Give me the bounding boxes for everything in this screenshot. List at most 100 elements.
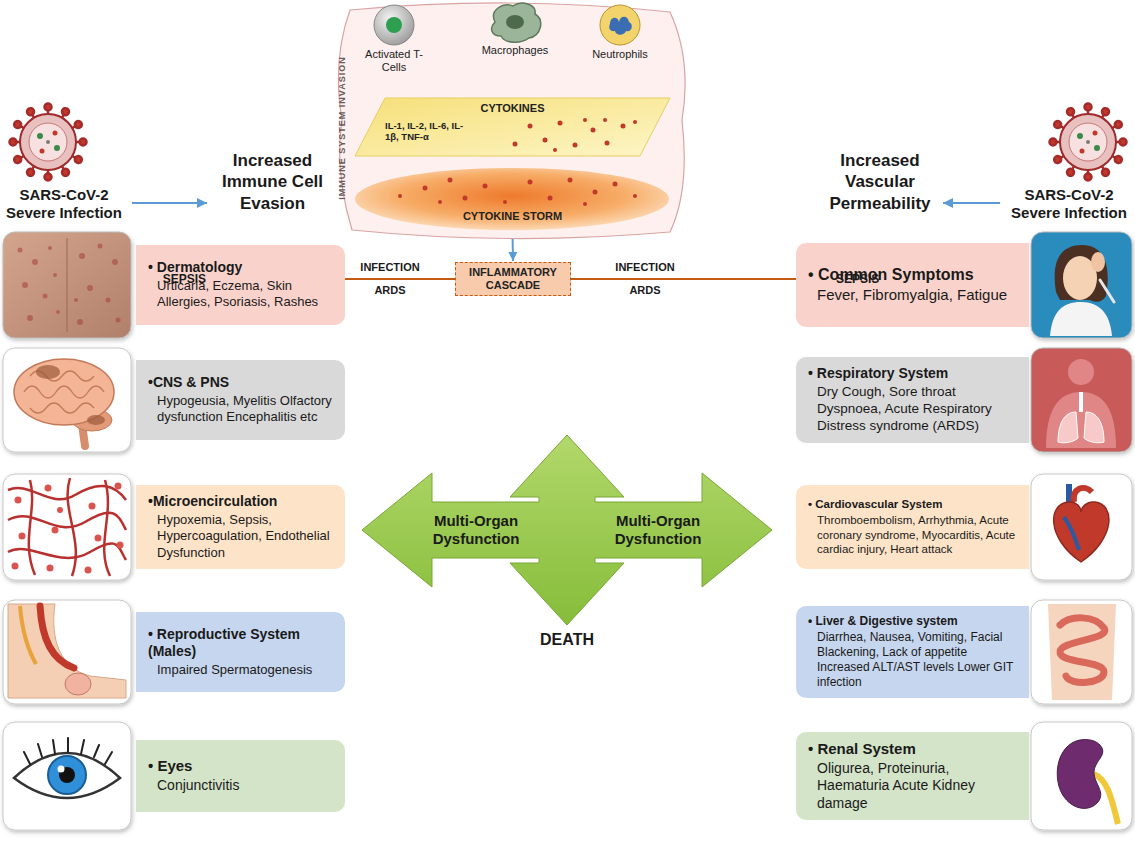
immune-panel: IMMUNE SYSTEM INVASION Activated T-Cells M… — [330, 0, 690, 240]
organ-box: • Cardiovascular SystemThromboembolism, … — [796, 485, 1029, 569]
digestive-picture — [1031, 600, 1132, 704]
cytokine-dot — [603, 118, 607, 122]
cell-label: Macrophages — [470, 44, 560, 57]
brain-picture — [24, 371, 104, 413]
box-heading: •CNS & PNS — [148, 374, 335, 391]
virus-icon — [1050, 104, 1127, 181]
skin-picture — [79, 253, 85, 259]
reproductive-picture — [40, 606, 74, 668]
organ-box: • Respiratory SystemDry Cough, Sore thro… — [796, 357, 1029, 442]
infection-label: SARS-CoV-2 Severe Infection — [0, 186, 128, 222]
cytokine-dot — [568, 178, 573, 183]
microcirculation-picture — [3, 474, 131, 580]
microcirculation-picture — [15, 497, 22, 504]
flow-arrow — [943, 202, 1000, 204]
fever-picture — [1100, 280, 1114, 302]
microcirculation-picture — [89, 503, 96, 510]
arrow-text: Multi-Organ Dysfunction — [592, 502, 724, 558]
microcirculation-picture — [19, 533, 26, 540]
microcirculation-picture — [12, 483, 124, 574]
skin-picture — [53, 273, 57, 277]
box-heading: • Cardiovascular System — [808, 498, 1019, 512]
lungs-picture — [1084, 412, 1104, 443]
arrow-label: INFECTION — [605, 261, 685, 273]
cell-label: Activated T-Cells — [355, 48, 433, 73]
arrow-text: Multi-Organ Dysfunction — [410, 502, 542, 558]
kidney-picture — [1057, 740, 1103, 809]
microcirculation-picture — [8, 543, 126, 560]
skin-picture — [66, 238, 68, 332]
cytokine-band: CYTOKINESIL-1, IL-2, IL-6, IL-1β, TNF-α — [355, 98, 670, 156]
digestive-picture — [1060, 618, 1105, 683]
lungs-picture — [1068, 359, 1094, 385]
brain-picture — [14, 359, 114, 425]
skin-picture — [56, 310, 60, 314]
skin-picture — [116, 318, 121, 323]
outcome-text: DEATH — [512, 631, 622, 649]
skin-picture — [22, 282, 28, 288]
microcirculation-picture — [52, 527, 59, 534]
cytokine-dot — [583, 202, 587, 206]
box-body: Diarrhea, Nausea, Vomiting, Facial Black… — [808, 630, 1019, 690]
skin-picture — [74, 298, 78, 302]
microcirculation-picture — [29, 480, 35, 575]
organ-dysfunction-arrow: Multi-Organ Dysfunction Multi-Organ Dysfu… — [362, 435, 772, 653]
box-heading: • Reproductive System (Males) — [148, 626, 335, 660]
skin-picture — [3, 232, 131, 338]
brain-picture — [3, 348, 131, 452]
mechanism-label: Increased Vascular Permeability — [820, 150, 940, 214]
skin-picture — [3, 232, 131, 338]
microcirculation-picture — [12, 563, 19, 570]
band-title: CYTOKINE STORM — [355, 210, 670, 222]
cytokine-dot — [503, 200, 507, 204]
neutrophil: Neutrophils — [575, 2, 665, 61]
cascade-box: INFLAMMATORY CASCADE — [455, 262, 571, 296]
vertical-caption: IMMUNE SYSTEM INVASION — [337, 56, 347, 199]
box-body: Oligurea, Proteinuria, Haematuria Acute … — [808, 760, 1019, 813]
digestive-picture — [1048, 604, 1116, 700]
skin-picture — [87, 285, 93, 291]
microcirculation-picture — [47, 565, 54, 572]
fever-picture — [1031, 232, 1132, 338]
infection-label: SARS-CoV-2 Severe Infection — [1005, 186, 1133, 222]
digestive-picture — [1031, 600, 1132, 704]
panel-outline — [338, 3, 685, 239]
cytokine-dot — [621, 124, 626, 129]
organ-box: • Common SymptomsFever, Fibromyalgia, Fa… — [796, 243, 1029, 327]
outcome-label: SEPSIS — [836, 272, 906, 286]
reproductive-picture — [3, 600, 131, 704]
lungs-picture — [1058, 412, 1078, 443]
box-body: Fever, Fibromyalgia, Fatigue — [808, 286, 1019, 305]
sepsis-arrow — [571, 278, 832, 280]
virus-icon — [10, 104, 87, 181]
macrophage-icon — [485, 0, 545, 44]
reproductive-picture — [3, 600, 131, 704]
microcirculation-picture — [95, 535, 102, 542]
skin-picture — [48, 246, 52, 250]
box-body: Hypogeusia, Myelitis Olfactory dysfuncti… — [148, 393, 335, 426]
brain-picture — [36, 365, 60, 379]
box-body: Thromboembolism, Arrhythmia, Acute coron… — [808, 513, 1019, 556]
organ-box: •CNS & PNS Hypogeusia, Myelitis Olfactory… — [136, 360, 345, 440]
four-way-arrow — [362, 435, 772, 653]
organ-box: • EyesConjunctivitis — [136, 740, 345, 812]
box-body: Conjunctivitis — [148, 777, 335, 795]
microcirculation-picture — [117, 542, 124, 549]
cytokine-dot — [483, 184, 488, 189]
box-body: Impaired Spermatogenesis — [148, 662, 335, 678]
box-heading: • Respiratory System — [808, 365, 1019, 382]
eye-picture — [3, 722, 131, 830]
heart-picture — [1031, 474, 1132, 580]
cell-label: Neutrophils — [575, 48, 665, 61]
band-shape — [355, 98, 670, 156]
cytokine-dot — [633, 120, 637, 124]
microcirculation-picture — [104, 480, 110, 576]
lungs-picture — [1079, 392, 1083, 412]
cell-body — [600, 5, 640, 45]
brain-picture — [3, 348, 131, 452]
organ-box: •MicroencirculationHypoxemia, Sepsis, Hy… — [136, 485, 345, 569]
box-body: Hypoxemia, Sepsis, Hypercoagulation, End… — [148, 512, 335, 561]
cell-nucleus — [506, 15, 524, 29]
